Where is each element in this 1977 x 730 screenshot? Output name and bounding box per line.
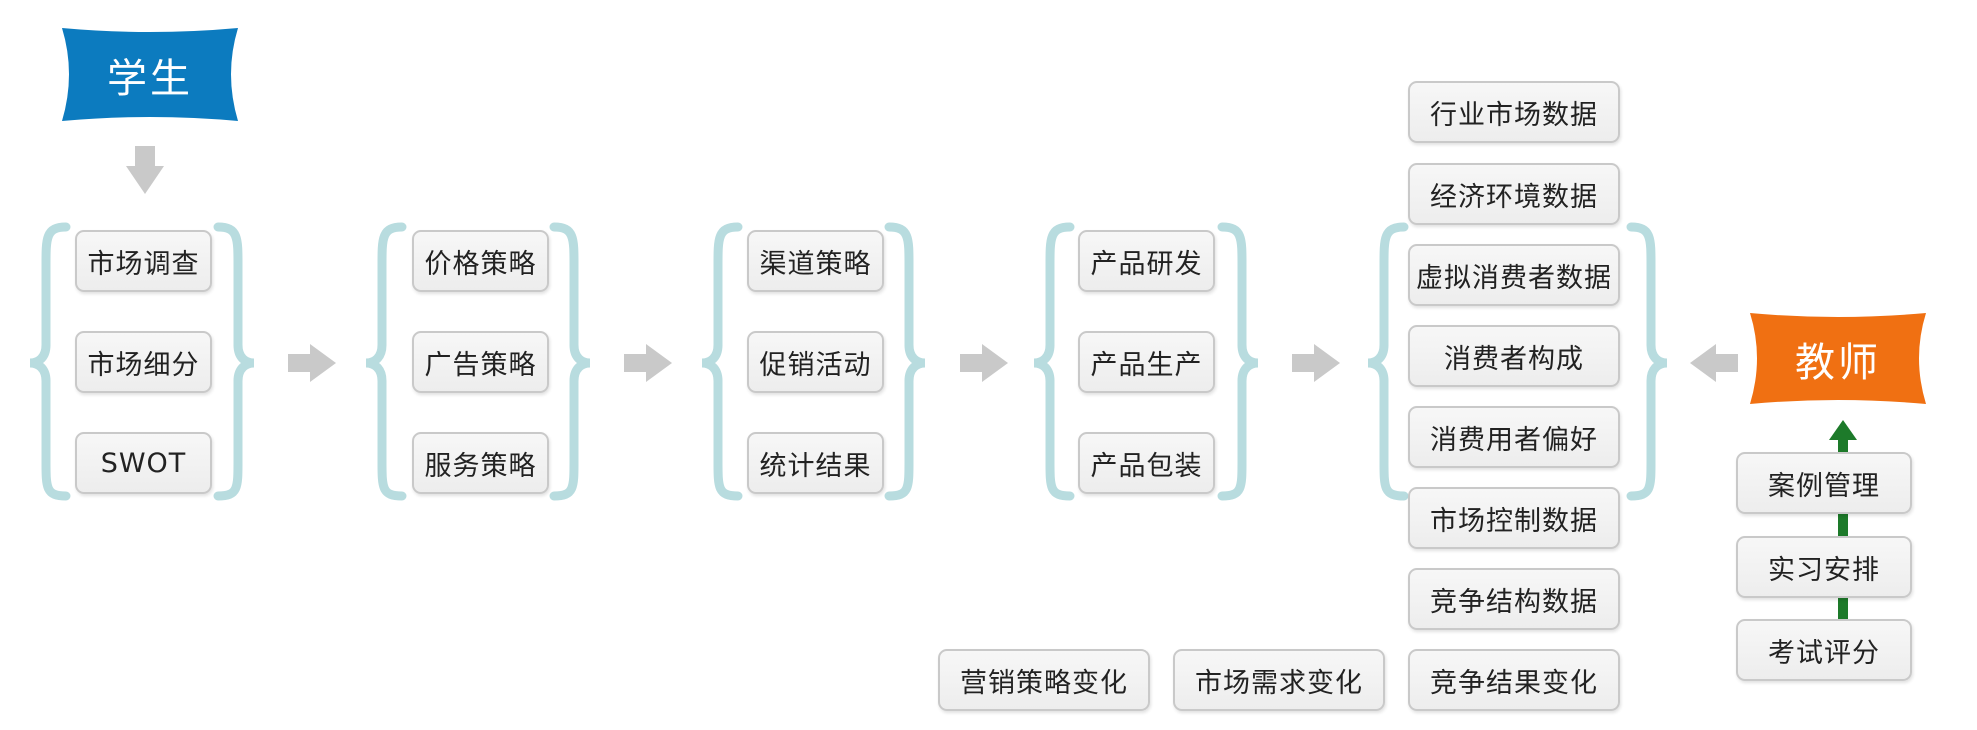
bottom-item-marketing-strategy-change: 营销策略变化 [938, 649, 1150, 711]
data-item: 消费用者偏好 [1408, 406, 1620, 468]
student-label: 学生 [107, 55, 193, 102]
process-item-market-survey: 市场调查 [75, 230, 212, 292]
right-arrow-icon [624, 344, 672, 382]
data-item: 行业市场数据 [1408, 81, 1620, 143]
process-item-service-strategy: 服务策略 [412, 432, 549, 494]
right-arrow-icon [288, 344, 336, 382]
data-item: 消费者构成 [1408, 325, 1620, 387]
brace-left-group-4 [1033, 222, 1075, 501]
teacher-banner-shape [1750, 313, 1926, 404]
data-item: 经济环境数据 [1408, 163, 1620, 225]
brace-right-group-2 [549, 222, 591, 501]
brace-left-group-3 [701, 222, 743, 501]
data-item: 市场控制数据 [1408, 487, 1620, 549]
process-item-advertising-strategy: 广告策略 [412, 331, 549, 393]
teacher-item-exam-grading: 考试评分 [1736, 619, 1912, 681]
brace-left-data-column [1367, 222, 1409, 501]
student-banner-shape [62, 28, 238, 121]
teacher-label: 教师 [1795, 339, 1881, 386]
brace-right-group-3 [884, 222, 926, 501]
process-item-pricing-strategy: 价格策略 [412, 230, 549, 292]
process-item-product-packaging: 产品包装 [1078, 432, 1215, 494]
data-item: 竞争结构数据 [1408, 568, 1620, 630]
brace-left-group-1 [29, 222, 71, 501]
data-item: 竞争结果变化 [1408, 649, 1620, 711]
bottom-item-market-demand-change: 市场需求变化 [1173, 649, 1385, 711]
brace-right-group-1 [213, 222, 255, 501]
down-arrow-icon [126, 146, 164, 194]
process-item-statistics: 统计结果 [747, 432, 884, 494]
left-arrow-icon [1690, 344, 1738, 382]
right-arrow-icon [1292, 344, 1340, 382]
process-item-product-production: 产品生产 [1078, 331, 1215, 393]
brace-left-group-2 [365, 222, 407, 501]
process-item-channel-strategy: 渠道策略 [747, 230, 884, 292]
teacher-item-internship-arrangement: 实习安排 [1736, 536, 1912, 598]
teacher-item-case-management: 案例管理 [1736, 452, 1912, 514]
process-item-market-segmentation: 市场细分 [75, 331, 212, 393]
data-item: 虚拟消费者数据 [1408, 244, 1620, 306]
process-item-promotion: 促销活动 [747, 331, 884, 393]
up-arrow-icon [1829, 420, 1857, 620]
brace-right-data-column [1626, 222, 1668, 501]
process-item-swot: SWOT [75, 432, 212, 494]
process-item-product-rnd: 产品研发 [1078, 230, 1215, 292]
brace-right-group-4 [1217, 222, 1259, 501]
right-arrow-icon [960, 344, 1008, 382]
